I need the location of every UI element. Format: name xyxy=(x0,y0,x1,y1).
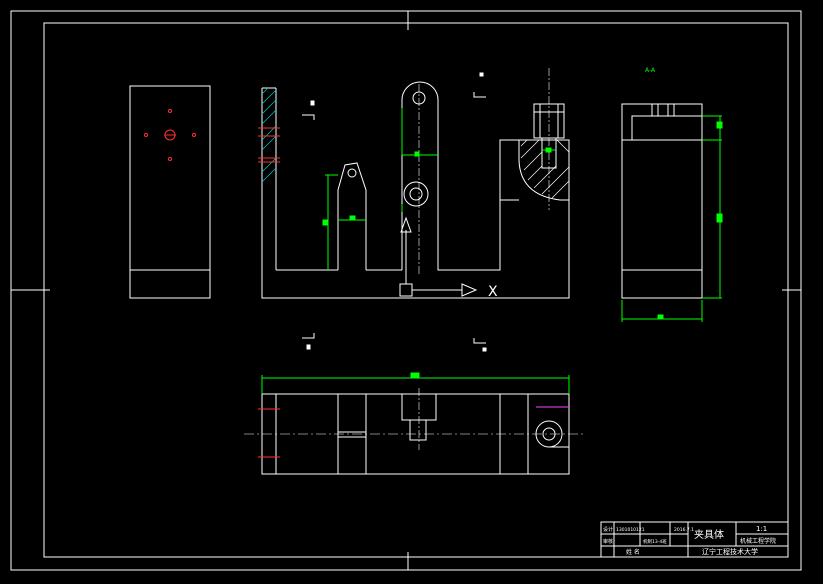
left-wall-pins xyxy=(258,127,280,163)
dimensions-right xyxy=(621,115,723,322)
title-block-course: 机械工程学院 xyxy=(740,537,776,545)
ucs-axes xyxy=(399,216,478,297)
title-block-role-check: 审核 xyxy=(603,538,613,545)
hole-center-marks xyxy=(144,109,196,161)
title-block-scale: 1:1 xyxy=(756,525,767,533)
centerlines-front xyxy=(418,68,550,275)
title-block-role-design: 设计 xyxy=(603,526,613,533)
title-block xyxy=(600,521,789,558)
right-corner-hatch xyxy=(520,139,570,199)
left-wall-hatch xyxy=(261,87,277,183)
title-block-part-name: 夹具体 xyxy=(694,528,724,541)
axis-x-label: X xyxy=(488,284,498,300)
centering-marks xyxy=(11,11,801,570)
top-view-pins xyxy=(258,408,280,458)
dimensions-front xyxy=(322,108,556,270)
right-view xyxy=(621,103,703,299)
title-block-class: 机制13-4班 xyxy=(643,538,667,545)
title-block-bottom-label: 姓 名 xyxy=(626,548,640,556)
title-block-student-id: 1301010121 xyxy=(616,527,645,533)
section-marks xyxy=(302,72,487,352)
title-block-date: 2016.7.1 xyxy=(674,527,694,533)
title-block-school: 辽宁工程技术大学 xyxy=(702,547,758,556)
front-view xyxy=(261,81,570,299)
left-view xyxy=(129,85,211,299)
dimensions-top xyxy=(261,372,570,394)
section-label: A-A xyxy=(645,67,656,74)
